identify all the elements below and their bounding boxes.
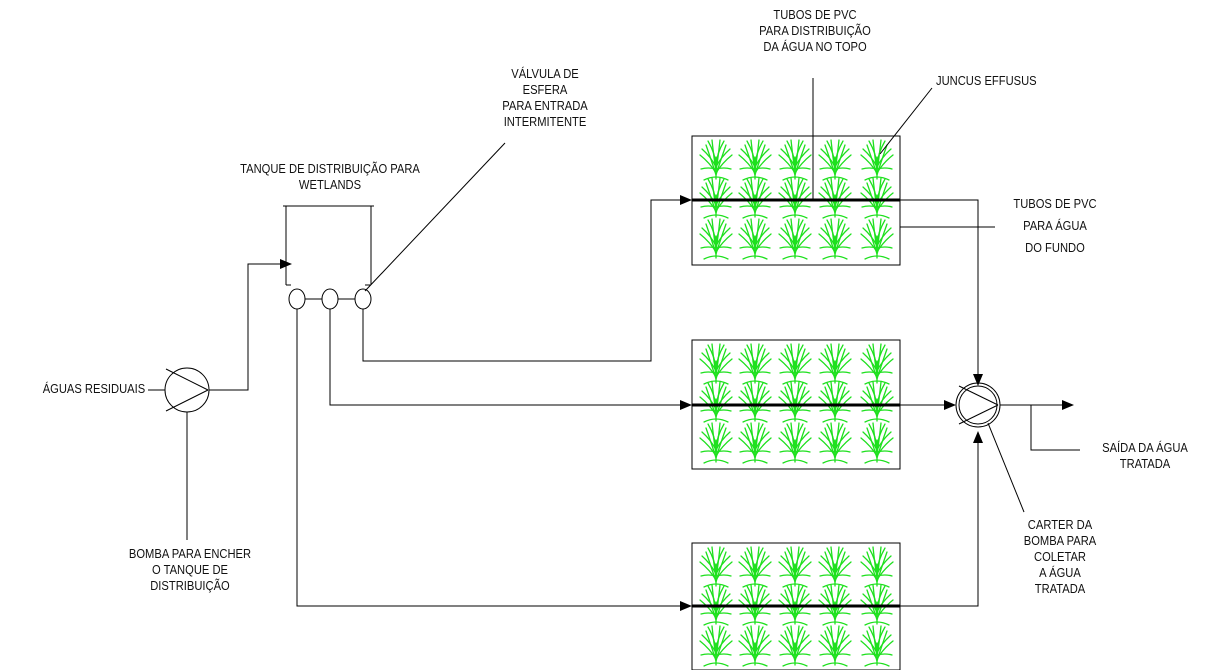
juncus-plant-icon <box>738 625 772 667</box>
juncus-plant-icon <box>778 625 812 667</box>
ball-valve-1-icon <box>288 288 306 310</box>
arrowhead-icon <box>973 374 983 386</box>
juncus-plant-icon <box>738 381 772 423</box>
treated-water-outlet-label: SAÍDA DA ÁGUA TRATADA <box>1102 440 1188 471</box>
collection-pipe-1 <box>900 199 979 376</box>
juncus-plant-icon <box>860 422 894 464</box>
juncus-plant-icon <box>738 422 772 464</box>
collection-pipe-3 <box>900 440 979 607</box>
feed-pump-icon <box>164 367 210 413</box>
juncus-plant-icon <box>699 625 733 667</box>
top-pvc-pipes-label: TUBOS DE PVC PARA DISTRIBUIÇÃO DA ÁGUA N… <box>759 7 871 54</box>
pipe-to-wetland-1 <box>362 199 682 362</box>
juncus-plant-icon <box>778 218 812 260</box>
pump-to-tank-pipe <box>209 263 284 391</box>
juncus-plant-icon <box>818 381 852 423</box>
juncus-plant-icon <box>818 422 852 464</box>
bottom-pvc-pipes-label: TUBOS DE PVC PARA ÁGUA DO FUNDO <box>1013 196 1097 255</box>
ball-valve-label: VÁLVULA DE ESFERA PARA ENTRADA INTERMITE… <box>502 66 588 129</box>
juncus-plant-icon <box>699 177 733 219</box>
juncus-plant-icon <box>860 177 894 219</box>
juncus-plant-icon <box>738 343 772 385</box>
juncus-plant-icon <box>778 546 812 588</box>
arrowhead-icon <box>1062 400 1074 410</box>
distribution-tank <box>283 205 374 300</box>
juncus-plant-icon <box>818 177 852 219</box>
juncus-plant-icon <box>699 546 733 588</box>
arrowhead-icon <box>680 195 692 205</box>
arrowhead-icon <box>973 431 983 443</box>
arrowhead-icon <box>680 601 692 611</box>
sump-label-leader <box>987 422 1025 513</box>
juncus-plant-icon <box>860 218 894 260</box>
juncus-plant-icon <box>818 218 852 260</box>
juncus-plant-icon <box>818 625 852 667</box>
ball-valve-2-icon <box>321 288 339 310</box>
juncus-plant-icon <box>699 381 733 423</box>
juncus-plant-icon <box>778 139 812 181</box>
valve-label-leader <box>364 142 506 292</box>
juncus-plant-icon <box>778 343 812 385</box>
collection-sump-label: CARTER DA BOMBA PARA COLETAR A ÁGUA TRAT… <box>1023 517 1097 596</box>
juncus-plant-icon <box>778 381 812 423</box>
juncus-plant-icon <box>860 139 894 181</box>
juncus-label-leader <box>879 87 933 155</box>
juncus-plant-icon <box>860 546 894 588</box>
pipe-to-wetland-3 <box>296 309 682 607</box>
juncus-plant-icon <box>860 625 894 667</box>
arrowhead-icon <box>680 400 692 410</box>
juncus-plant-icon <box>699 422 733 464</box>
pipe-to-wetland-2 <box>329 309 682 406</box>
feed-pump-label: BOMBA PARA ENCHER O TANQUE DE DISTRIBUIÇ… <box>128 546 252 593</box>
wastewater-label: ÁGUAS RESIDUAIS <box>42 381 145 396</box>
juncus-plant-icon <box>738 139 772 181</box>
juncus-effusus-plants <box>699 139 894 667</box>
juncus-plant-icon <box>860 381 894 423</box>
ball-valve-3-icon <box>354 288 372 310</box>
juncus-plant-icon <box>778 177 812 219</box>
juncus-plant-icon <box>738 218 772 260</box>
juncus-plant-icon <box>699 343 733 385</box>
juncus-plant-icon <box>860 343 894 385</box>
arrowhead-icon <box>944 400 956 410</box>
juncus-plant-icon <box>818 139 852 181</box>
distribution-tank-label: TANQUE DE DISTRIBUIÇÃO PARA WETLANDS <box>240 161 420 192</box>
collection-pump-icon <box>955 382 1001 428</box>
juncus-effusus-label: JUNCUS EFFUSUS <box>936 73 1037 88</box>
juncus-plant-icon <box>818 546 852 588</box>
juncus-plant-icon <box>778 422 812 464</box>
juncus-plant-icon <box>818 343 852 385</box>
juncus-plant-icon <box>738 546 772 588</box>
juncus-plant-icon <box>738 177 772 219</box>
outlet-label-leader <box>1030 405 1080 451</box>
juncus-plant-icon <box>699 139 733 181</box>
juncus-plant-icon <box>699 218 733 260</box>
